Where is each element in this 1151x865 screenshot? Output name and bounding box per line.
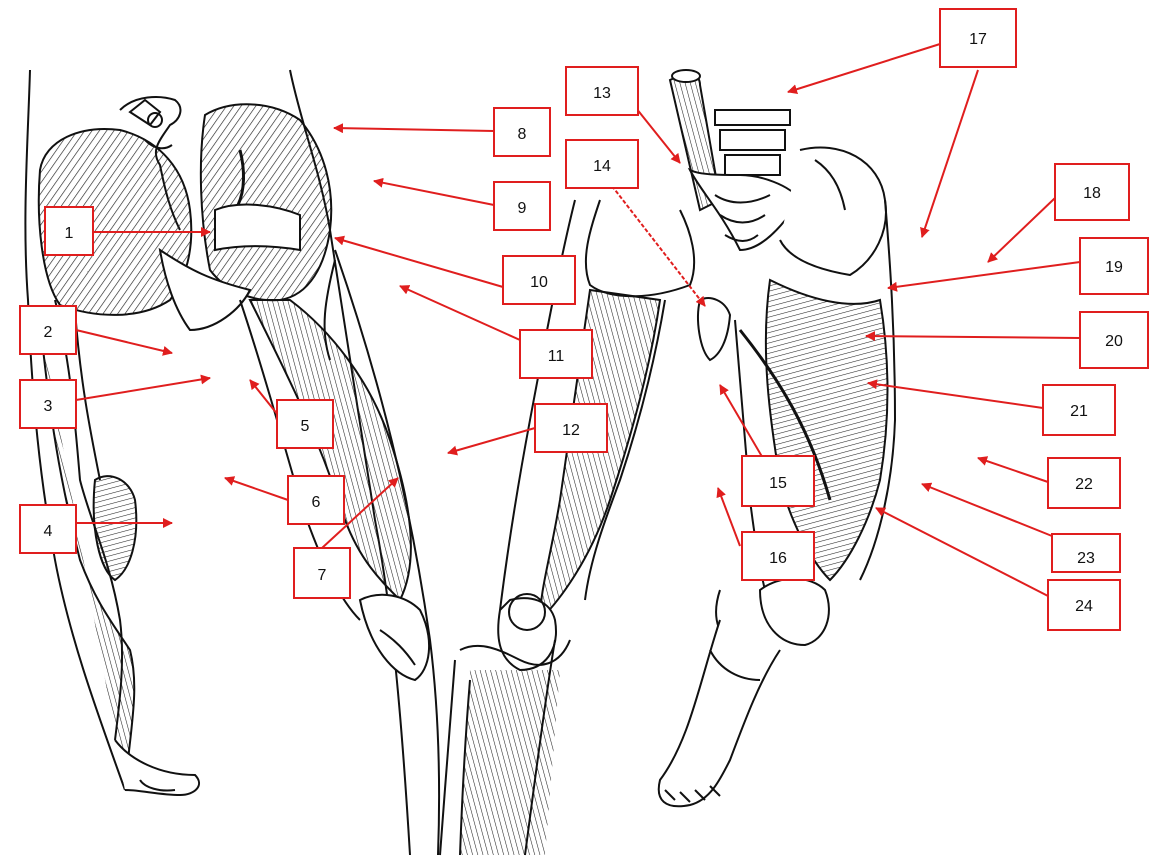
label-box-20: 20 <box>1080 312 1148 368</box>
label-box-14: 14 <box>566 140 638 188</box>
arrow-12 <box>448 428 535 453</box>
label-box-1: 1 <box>45 207 93 255</box>
arrow-9 <box>374 181 494 205</box>
label-12: 12 <box>562 422 580 439</box>
label-box-7: 7 <box>294 548 350 598</box>
label-box-3: 3 <box>20 380 76 428</box>
arrow-17b <box>922 70 978 237</box>
label-3: 3 <box>44 398 53 415</box>
label-box-23: 23 <box>1052 534 1120 572</box>
label-10: 10 <box>530 274 548 291</box>
arrow-2 <box>76 330 172 353</box>
label-17: 17 <box>969 31 987 48</box>
arrow-3 <box>76 378 210 400</box>
arrow-18 <box>988 198 1055 262</box>
label-21: 21 <box>1070 403 1088 420</box>
label-24: 24 <box>1075 598 1093 615</box>
arrow-17a <box>788 44 940 92</box>
label-15: 15 <box>769 475 787 492</box>
arrow-23 <box>922 484 1052 536</box>
label-22: 22 <box>1075 476 1093 493</box>
arrow-10 <box>335 238 503 287</box>
label-box-9: 9 <box>494 182 550 230</box>
posterior-hip-and-thigh-view <box>25 70 439 855</box>
arrow-8 <box>334 128 494 131</box>
label-18: 18 <box>1083 185 1101 202</box>
label-box-15: 15 <box>742 456 814 506</box>
label-4: 4 <box>44 523 53 540</box>
label-7: 7 <box>318 567 327 584</box>
label-13: 13 <box>593 85 611 102</box>
label-box-12: 12 <box>535 404 607 452</box>
arrow-22 <box>978 458 1048 482</box>
label-23: 23 <box>1077 550 1095 567</box>
arrow-6 <box>225 478 288 500</box>
label-box-16: 16 <box>742 532 814 580</box>
label-8: 8 <box>518 126 527 143</box>
arrow-24 <box>876 508 1048 596</box>
label-box-22: 22 <box>1048 458 1120 508</box>
label-9: 9 <box>518 200 527 217</box>
arrow-16 <box>718 488 740 546</box>
label-box-21: 21 <box>1043 385 1115 435</box>
label-16: 16 <box>769 550 787 567</box>
arrow-19 <box>888 262 1080 288</box>
label-box-17: 17 <box>940 9 1016 67</box>
label-box-4: 4 <box>20 505 76 553</box>
label-box-13: 13 <box>566 67 638 115</box>
arrow-20 <box>866 336 1080 338</box>
label-6: 6 <box>312 494 321 511</box>
label-box-8: 8 <box>494 108 550 156</box>
label-box-19: 19 <box>1080 238 1148 294</box>
label-box-11: 11 <box>520 330 592 378</box>
label-11: 11 <box>548 348 565 365</box>
label-5: 5 <box>301 418 310 435</box>
label-20: 20 <box>1105 333 1123 350</box>
label-box-5: 5 <box>277 400 333 448</box>
label-2: 2 <box>44 324 53 341</box>
label-box-10: 10 <box>503 256 575 304</box>
label-1: 1 <box>65 225 74 242</box>
label-box-2: 2 <box>20 306 76 354</box>
label-19: 19 <box>1105 259 1123 276</box>
label-box-24: 24 <box>1048 580 1120 630</box>
label-14: 14 <box>593 158 611 175</box>
label-box-18: 18 <box>1055 164 1129 220</box>
label-box-6: 6 <box>288 476 344 524</box>
